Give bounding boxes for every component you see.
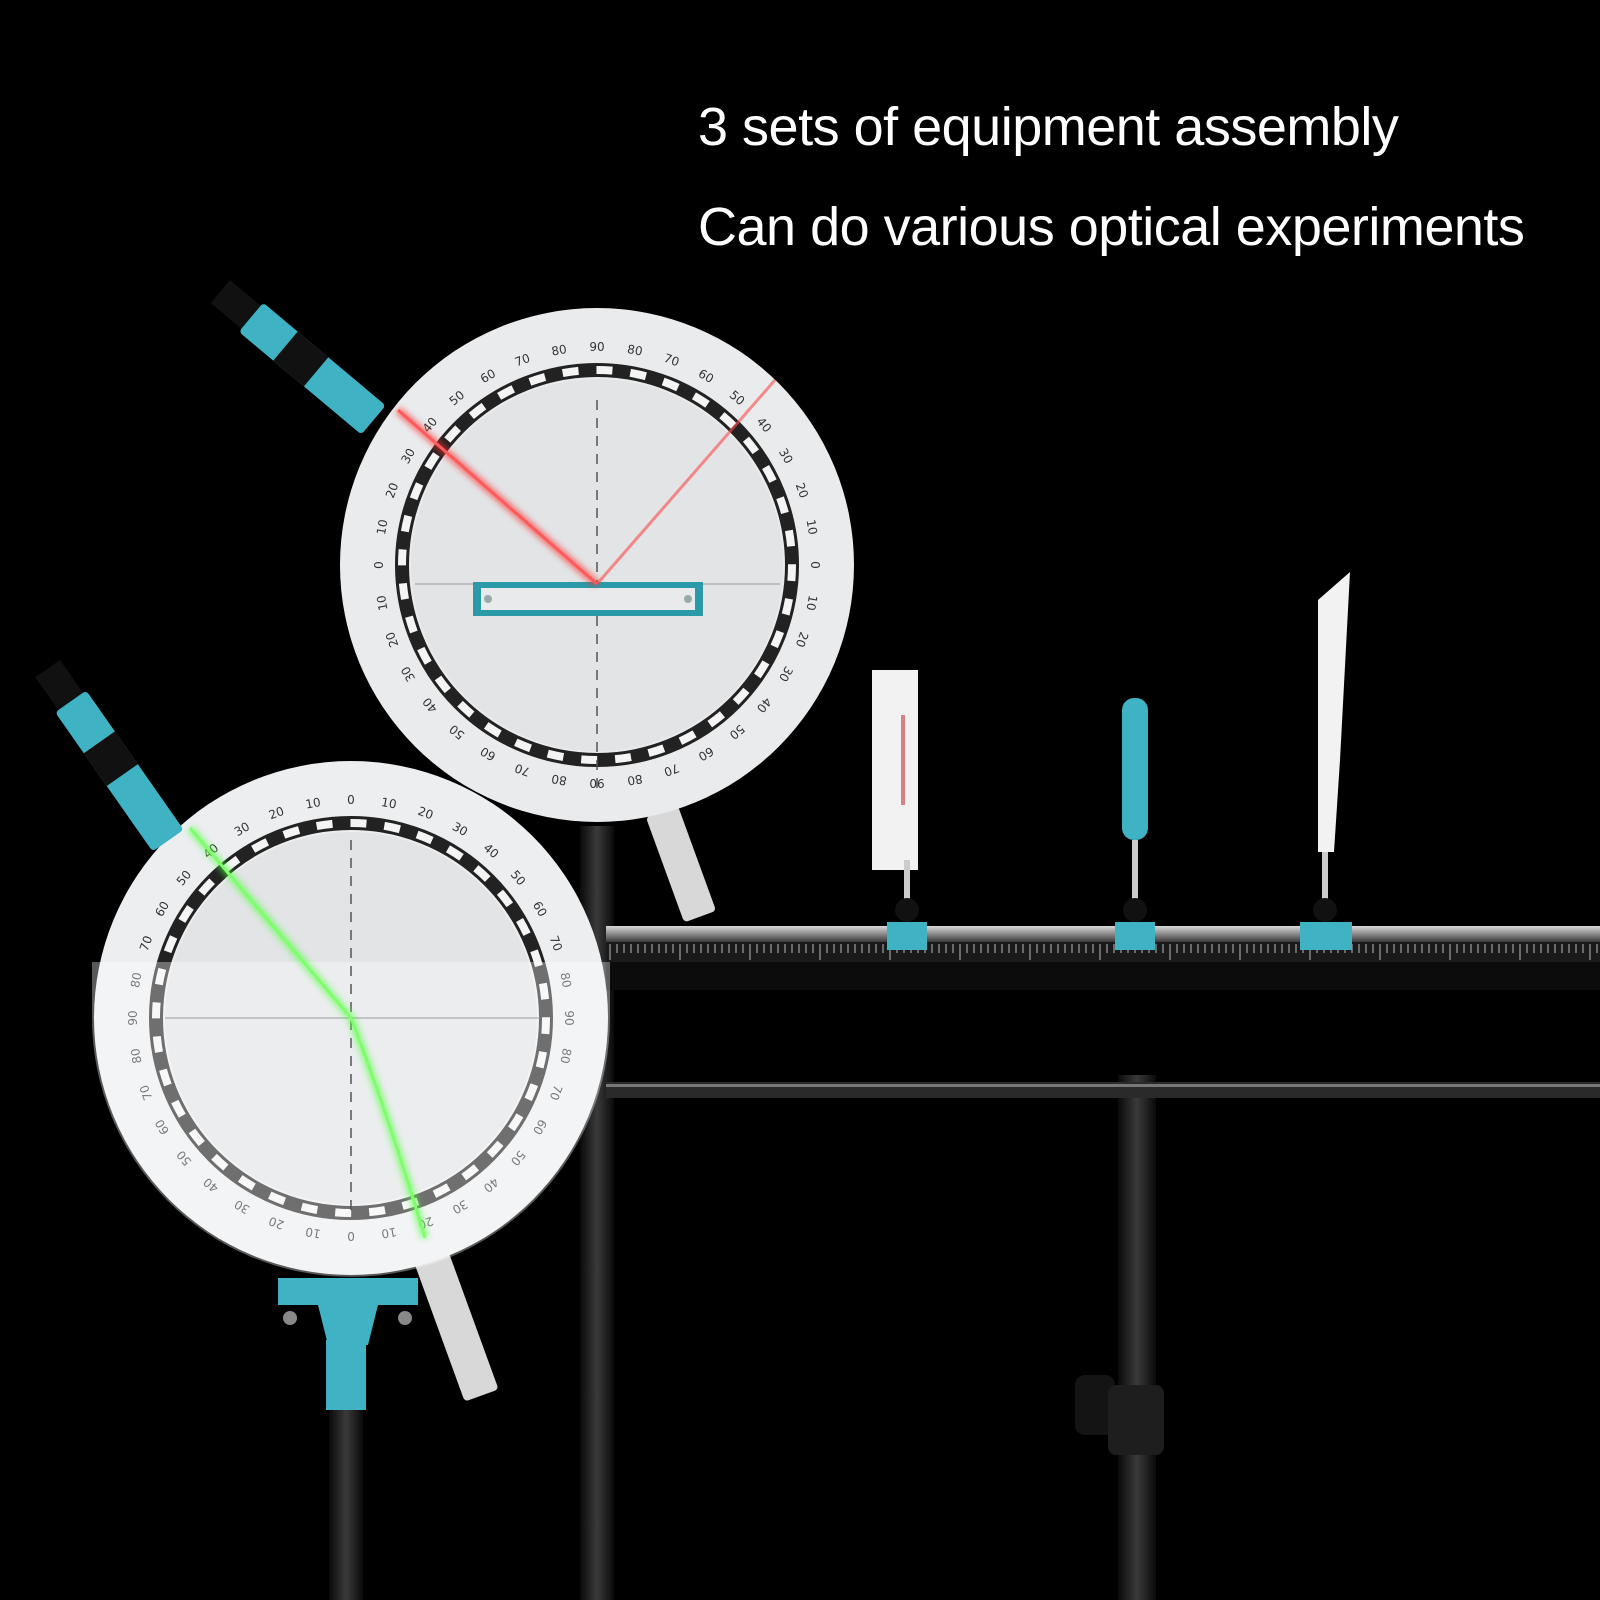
dial-scale-label: 80 (128, 1047, 144, 1064)
light-screen[interactable] (1300, 572, 1352, 950)
dial-scale-label: 10 (304, 795, 321, 811)
dial-scale-label: 60 (478, 744, 498, 764)
laser-pointer-icon[interactable] (32, 658, 184, 852)
dial-scale-label: 90 (589, 340, 604, 354)
dial-scale-label: 30 (232, 819, 252, 839)
dial-scale-label: 80 (626, 342, 643, 358)
lower-dial-handle[interactable] (413, 1248, 498, 1401)
caption-line-1: 3 sets of equipment assembly (698, 97, 1399, 157)
dial-scale-label: 60 (478, 366, 498, 386)
dial-scale-label: 70 (547, 934, 565, 953)
dial-scale-label: 0 (372, 561, 386, 569)
dial-scale-label: 20 (416, 804, 435, 822)
dial-scale-label: 80 (626, 771, 643, 787)
dial-scale-label: 10 (304, 1224, 321, 1240)
dial-scale-label: 20 (793, 481, 811, 500)
dial-scale-label: 70 (513, 351, 532, 369)
upper-dial-handle[interactable] (646, 806, 716, 923)
caption-line-2: Can do various optical experiments (698, 197, 1525, 257)
dial-scale-label: 70 (662, 351, 681, 369)
red-laser-beam (395, 379, 777, 588)
dial-scale-label: 30 (776, 664, 796, 684)
dial-scale-label: 80 (557, 1047, 573, 1064)
dial-scale-label: 30 (450, 1197, 470, 1217)
dial-scale-label: 80 (557, 971, 573, 988)
lower-dial-base (278, 1278, 418, 1410)
dial-scale-label: 60 (696, 366, 716, 386)
dial-scale-label: 20 (383, 630, 401, 649)
support-pole-right (1118, 1075, 1156, 1600)
dial-scale-label: 10 (803, 594, 819, 611)
dial-scale-label: 10 (380, 795, 397, 811)
dial-scale-label: 30 (232, 1197, 252, 1217)
dial-scale-label: 20 (267, 804, 286, 822)
dial-scale-label: 60 (152, 899, 172, 919)
green-laser-beam (186, 825, 430, 1240)
dial-scale-label: 10 (803, 518, 819, 535)
dial-scale-label: 60 (696, 744, 716, 764)
dial-scale-label: 70 (547, 1083, 565, 1102)
dial-scale-label: 0 (347, 793, 355, 807)
dial-scale-label: 70 (513, 761, 532, 779)
dial-scale-label: 60 (530, 1117, 550, 1137)
pole-clamp-knob[interactable] (1075, 1375, 1115, 1435)
dial-scale-label: 0 (347, 1229, 355, 1243)
dial-scale-label: 80 (550, 771, 567, 787)
dial-scale-label: 90 (562, 1010, 576, 1025)
dial-scale-label: 70 (662, 761, 681, 779)
support-pole-left (329, 1410, 363, 1600)
dial-scale-label: 80 (550, 342, 567, 358)
pole-clamp (1108, 1385, 1164, 1455)
lens-holder-icon[interactable] (1115, 698, 1155, 950)
dial-scale-label: 60 (530, 899, 550, 919)
dial-scale-label: 10 (374, 594, 390, 611)
screen-holder[interactable] (872, 670, 927, 950)
dial-scale-label: 20 (383, 481, 401, 500)
dial-scale-label: 30 (398, 446, 418, 466)
dial-scale-label: 0 (808, 561, 822, 569)
dial-scale-label: 80 (128, 971, 144, 988)
dial-scale-label: 20 (267, 1214, 286, 1232)
dial-scale-label: 70 (137, 934, 155, 953)
dial-scale-label: 30 (398, 664, 418, 684)
dial-scale-label: 10 (374, 518, 390, 535)
dial-scale-label: 90 (126, 1010, 140, 1025)
dial-scale-label: 30 (776, 446, 796, 466)
optical-rail-icon (606, 926, 1600, 1098)
laser-pointer-icon[interactable] (208, 277, 386, 435)
dial-scale-label: 10 (380, 1224, 397, 1240)
dial-scale-label: 30 (450, 819, 470, 839)
dial-scale-label: 20 (793, 630, 811, 649)
dial-scale-label: 70 (137, 1083, 155, 1102)
dial-scale-label: 60 (152, 1117, 172, 1137)
